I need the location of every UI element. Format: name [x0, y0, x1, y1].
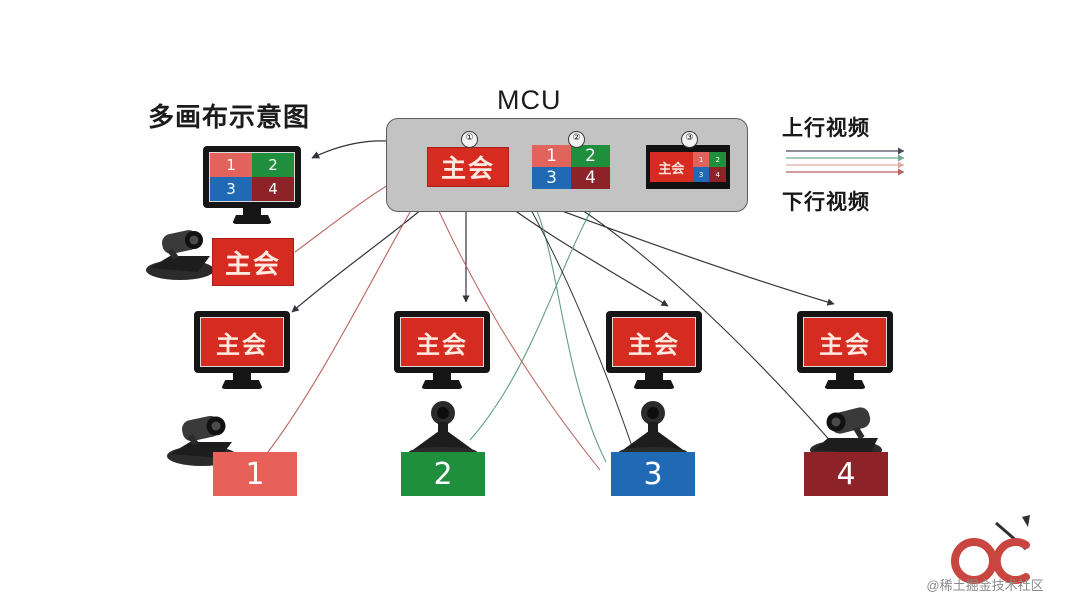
legend: 上行视频 下行视频	[782, 112, 914, 216]
client-monitor-2-screen: 主会	[394, 311, 490, 373]
quad-cell-1: 1	[532, 145, 571, 167]
endpoint-label-4[interactable]: 4	[804, 452, 888, 496]
client-monitor-4: 主会	[797, 311, 893, 389]
preview-camera-icon	[146, 230, 214, 280]
mcu-item-3-composite-view[interactable]: 主会 1 2 3 4	[646, 145, 730, 189]
client-monitor-4-base	[824, 380, 866, 389]
mcu-item-1-index: ①	[461, 131, 478, 148]
client-monitor-3: 主会	[606, 311, 702, 389]
preview-quad-cell-1: 1	[210, 153, 252, 177]
client-monitor-2: 主会	[394, 311, 490, 389]
client-monitor-3-screen: 主会	[606, 311, 702, 373]
client-monitor-4-neck	[836, 373, 854, 380]
endpoint-label-1[interactable]: 1	[213, 452, 297, 496]
client-monitor-1-neck	[233, 373, 251, 380]
preview-monitor-screen: 1 2 3 4	[203, 146, 301, 208]
quad-cell-3: 3	[532, 167, 571, 189]
mini-quad-cell-3: 3	[692, 167, 710, 182]
legend-downlink-label: 下行视频	[782, 191, 870, 214]
client-monitor-2-neck	[433, 373, 451, 380]
legend-uplink-label: 上行视频	[782, 117, 870, 140]
client-2-camera-icon	[409, 401, 477, 456]
client-monitor-4-label: 主会	[803, 317, 887, 367]
client-monitor-1-label: 主会	[200, 317, 284, 367]
mcu-item-3-zhuhui-plate: 主会	[650, 152, 693, 182]
endpoint-label-3[interactable]: 3	[611, 452, 695, 496]
mcu-item-3-mini-quad: 1 2 3 4	[692, 152, 726, 182]
preview-zhuhui-plate[interactable]: 主会	[212, 238, 294, 286]
mcu-item-2-index: ②	[568, 131, 585, 148]
client-monitor-3-neck	[645, 373, 663, 380]
client-monitor-4-screen: 主会	[797, 311, 893, 373]
client-1-camera-icon	[167, 415, 237, 466]
client-monitor-3-label: 主会	[612, 317, 696, 367]
mcu-item-2-quad-view[interactable]: 1 2 3 4	[532, 145, 610, 189]
watermark: @稀土掘金技术社区	[900, 505, 1070, 600]
quad-cell-4: 4	[571, 167, 610, 189]
preview-monitor-neck	[243, 208, 261, 215]
mini-quad-cell-1: 1	[692, 152, 710, 167]
preview-quad-cell-2: 2	[252, 153, 294, 177]
client-monitor-1-screen: 主会	[194, 311, 290, 373]
mcu-item-3-index: ③	[681, 131, 698, 148]
preview-quad-cell-3: 3	[210, 177, 252, 201]
mini-quad-cell-2: 2	[709, 152, 726, 167]
client-monitor-3-base	[633, 380, 675, 389]
client-3-camera-icon	[619, 401, 687, 456]
client-monitor-1: 主会	[194, 311, 290, 389]
endpoint-label-2[interactable]: 2	[401, 452, 485, 496]
mcu-title: MCU	[497, 85, 562, 115]
mini-quad-cell-4: 4	[709, 167, 726, 182]
mcu-item-1-zhuhui-plate[interactable]: 主会	[427, 147, 509, 187]
page-title: 多画布示意图	[148, 102, 311, 132]
client-monitor-2-label: 主会	[400, 317, 484, 367]
watermark-text: @稀土掘金技术社区	[926, 578, 1044, 593]
client-monitor-1-base	[221, 380, 263, 389]
preview-quad-cell-4: 4	[252, 177, 294, 201]
preview-monitor: 1 2 3 4	[203, 146, 301, 224]
quad-cell-2: 2	[571, 145, 610, 167]
legend-line-samples	[786, 147, 904, 176]
juejin-logo-icon	[951, 515, 1030, 584]
client-monitor-2-base	[421, 380, 463, 389]
preview-monitor-base	[232, 215, 272, 224]
preview-monitor-quad: 1 2 3 4	[209, 152, 295, 202]
